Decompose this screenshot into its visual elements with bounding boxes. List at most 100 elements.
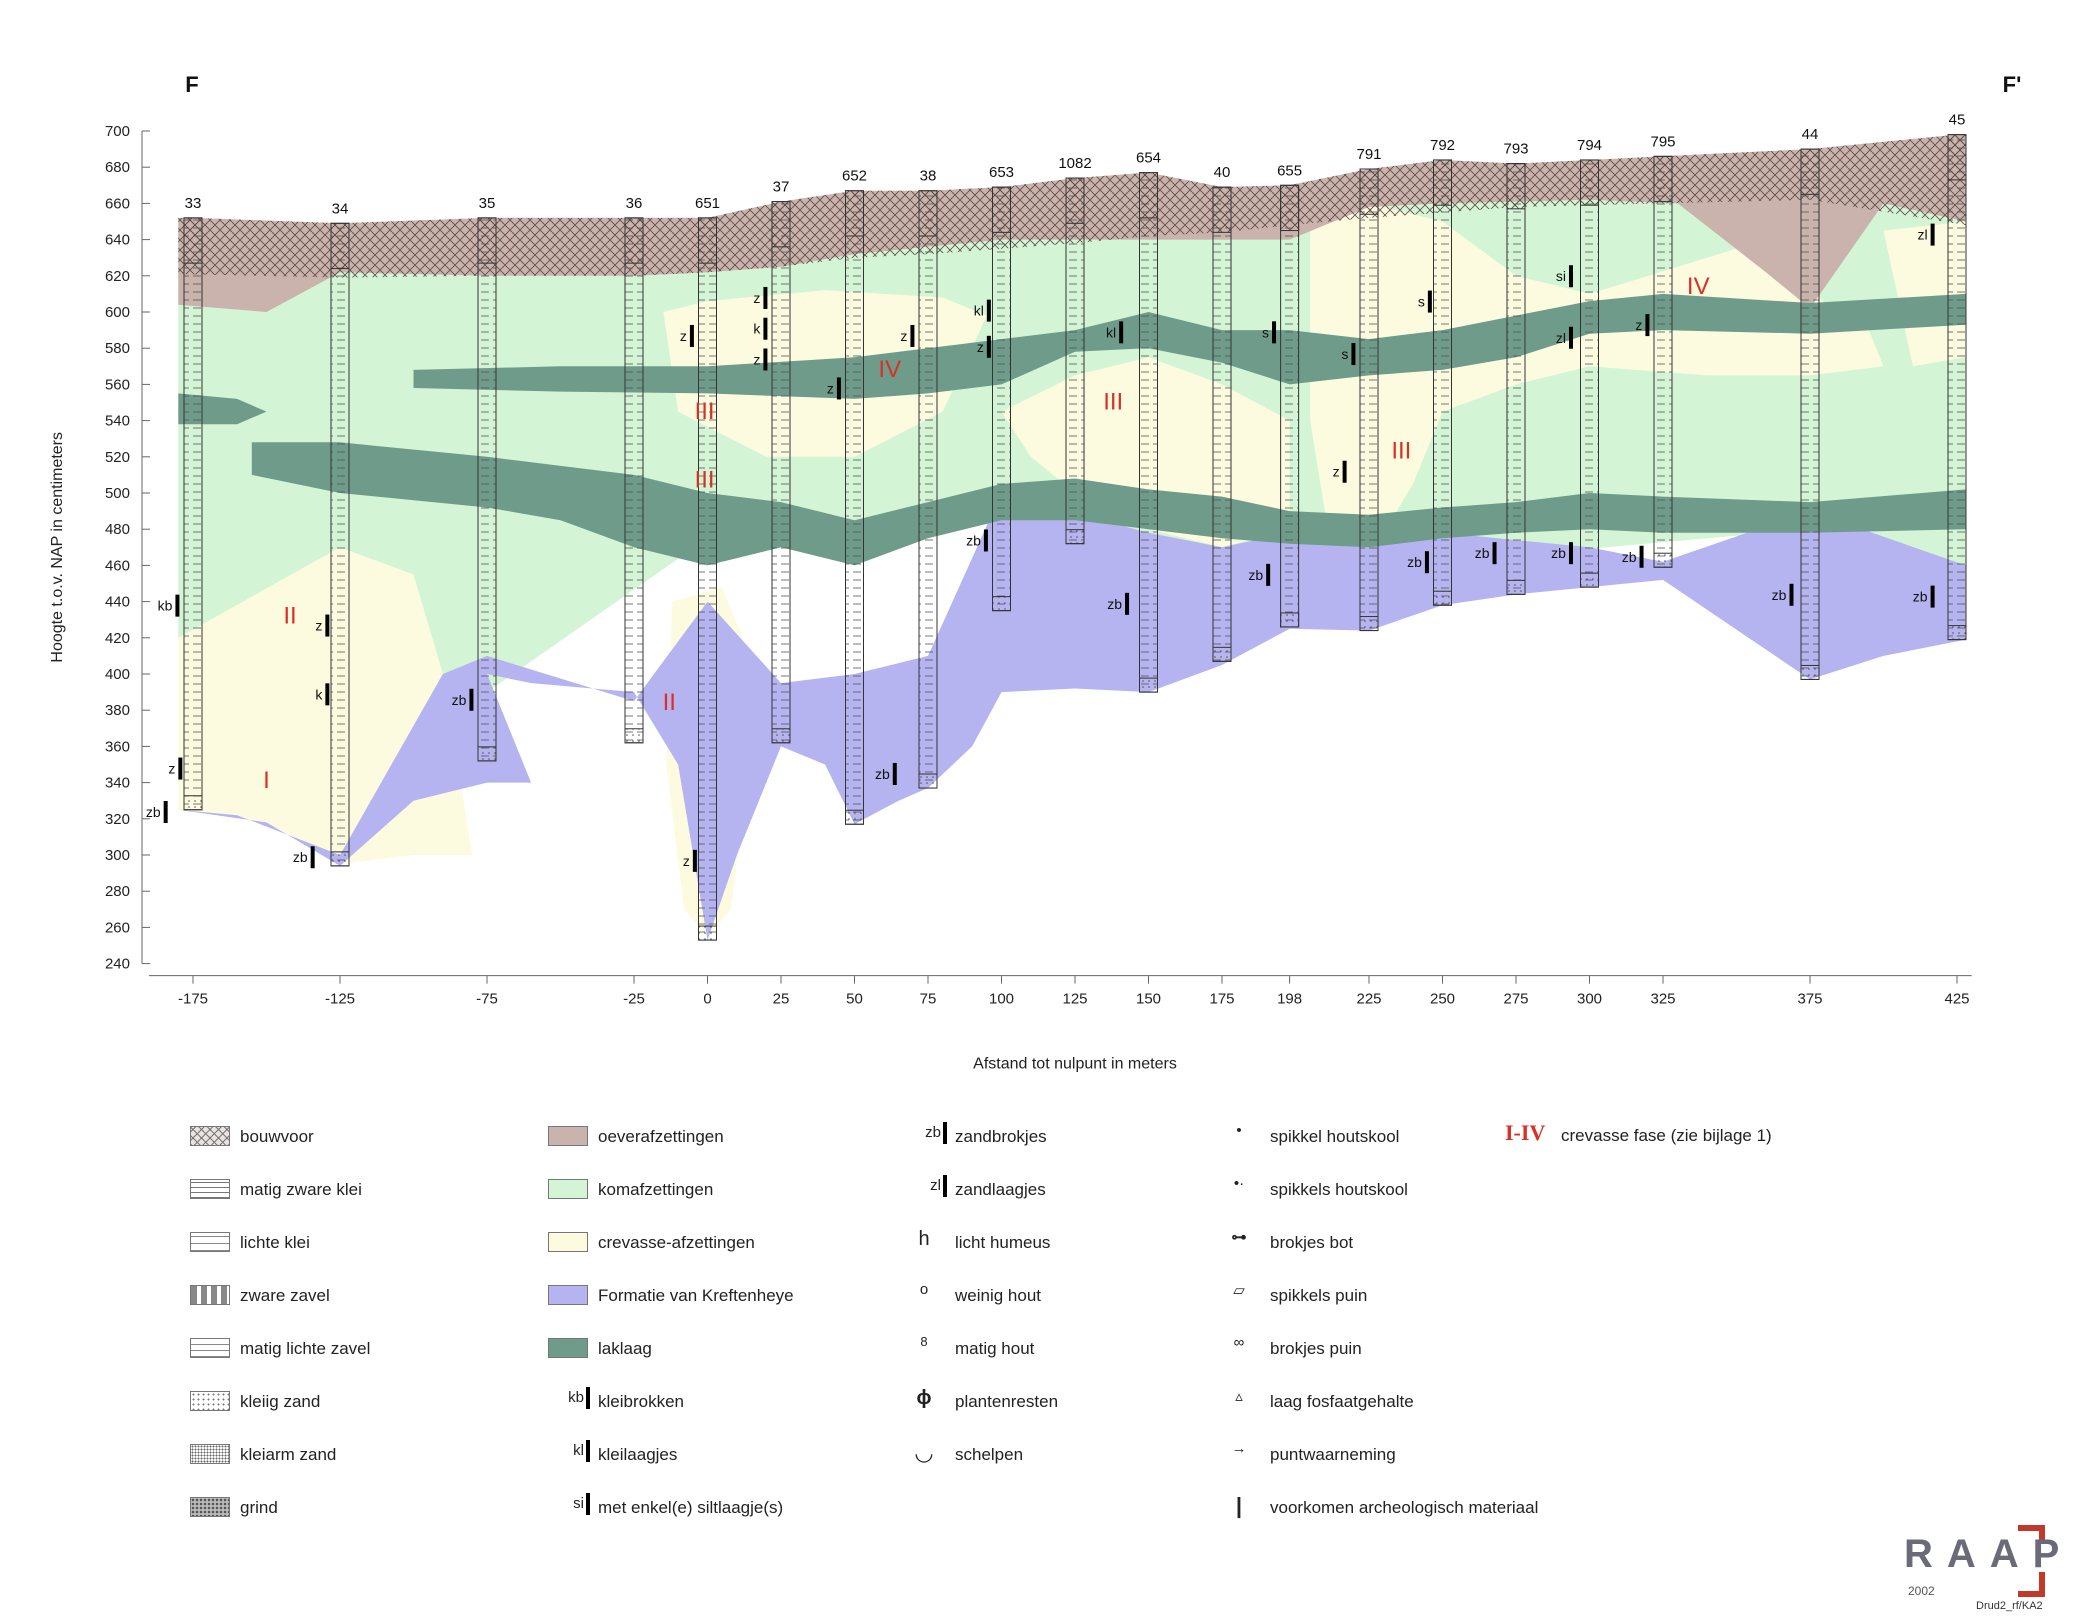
borehole-bouwvoor <box>845 190 864 237</box>
borehole-44: 44 <box>1800 126 1820 680</box>
y-tick-label: 680 <box>105 159 130 176</box>
borehole-id-label: 1082 <box>1058 155 1091 172</box>
legend-item: •spikkel houtskool <box>1210 1118 1570 1158</box>
crevasse-phase-label: IV <box>1687 273 1710 300</box>
legend-item: laklaag <box>538 1330 898 1370</box>
legend-label: laag fosfaatgehalte <box>1270 1392 1414 1411</box>
borehole-base <box>183 795 203 811</box>
archaeological-marker <box>325 683 330 706</box>
section-start-label: F <box>185 72 198 97</box>
archaeological-marker <box>1272 321 1277 344</box>
borehole-annotation: zb <box>1248 567 1263 583</box>
borehole-base <box>477 746 497 762</box>
borehole-id-label: 794 <box>1577 137 1602 154</box>
borehole-base <box>1580 572 1599 588</box>
borehole-annotation: zb <box>452 692 467 708</box>
borehole-40: 40 <box>1212 164 1232 662</box>
borehole-bouwvoor <box>698 217 717 264</box>
y-tick-label: 700 <box>105 123 130 140</box>
x-tick-label: 425 <box>1944 991 1969 1008</box>
borehole-base <box>918 773 938 789</box>
x-tick-label: -125 <box>325 991 355 1008</box>
archaeological-marker <box>1492 542 1497 565</box>
borehole-36: 36 <box>624 195 644 744</box>
crevasse-phase-label: III <box>695 398 715 425</box>
borehole-annotation: z <box>168 761 175 777</box>
legend-label: komafzettingen <box>598 1180 714 1199</box>
borehole-bouwvoor <box>992 186 1011 233</box>
legend-label: matig lichte zavel <box>240 1339 371 1358</box>
kleibrokken-symbol: kb <box>544 1387 590 1415</box>
kleilaagjes-symbol: kl <box>544 1440 590 1468</box>
crevasse-phase-label: III <box>1103 389 1123 416</box>
archaeological-marker <box>1568 326 1573 349</box>
borehole-base <box>330 851 350 867</box>
legend-item: →puntwaarneming <box>1210 1436 1570 1476</box>
borehole-653: 653 <box>989 164 1014 612</box>
swatch-komafzettingen <box>548 1179 588 1199</box>
humeus-icon: h <box>918 1228 930 1250</box>
archaeological-marker <box>1427 290 1432 313</box>
legend-label: brokjes puin <box>1270 1339 1362 1358</box>
legend-item: kleiig zand <box>180 1383 540 1423</box>
archaeological-marker <box>1125 592 1130 615</box>
borehole-base <box>1359 616 1379 632</box>
borehole-id-label: 651 <box>695 195 720 212</box>
fosfaat-icon: ▵ <box>1235 1388 1243 1405</box>
spikkels-houtskool-icon: •· <box>1233 1175 1245 1192</box>
borehole-column <box>330 222 350 867</box>
borehole-bouwvoor <box>1506 163 1526 210</box>
crevasse-phase-label: III <box>695 467 715 494</box>
borehole-bouwvoor <box>1139 172 1158 219</box>
borehole-annotation: zb <box>1622 549 1637 565</box>
legend-item: oeverafzettingen <box>538 1118 898 1158</box>
borehole-652: 652 <box>842 168 867 825</box>
legend-item: |voorkomen archeologisch materiaal <box>1210 1489 1570 1529</box>
y-tick-label: 500 <box>105 485 130 502</box>
borehole-id-label: 38 <box>920 168 937 185</box>
borehole-id-label: 35 <box>479 195 496 212</box>
archaeological-marker <box>469 688 474 711</box>
y-tick-label: 620 <box>105 268 130 285</box>
borehole-655: 655 <box>1277 162 1302 628</box>
archaeological-marker <box>986 299 991 322</box>
borehole-id-label: 45 <box>1949 112 1966 129</box>
borehole-id-label: 40 <box>1214 164 1231 181</box>
archaeological-marker <box>325 614 330 637</box>
borehole-annotation: zb <box>1107 596 1122 612</box>
borehole-column <box>845 190 864 825</box>
brokjes-puin-icon: ∞ <box>1233 1334 1245 1351</box>
y-tick-label: 280 <box>105 883 130 900</box>
borehole-38: 38 <box>918 168 938 789</box>
borehole-791: 791 <box>1356 146 1382 632</box>
y-tick-label: 520 <box>105 449 130 466</box>
borehole-bouwvoor <box>183 217 203 264</box>
legend-label: laklaag <box>598 1339 652 1358</box>
archaeological-marker <box>175 594 180 617</box>
borehole-base <box>1139 677 1158 693</box>
legend-label: voorkomen archeologisch materiaal <box>1270 1498 1539 1517</box>
legend-label: crevasse fase (zie bijlage 1) <box>1561 1126 1772 1145</box>
logo-year: 2002 <box>1908 1584 1935 1598</box>
archaeological-marker <box>763 317 768 340</box>
borehole-annotation: zb <box>1913 589 1928 605</box>
archaeological-marker <box>836 377 841 400</box>
legend-label: zandlaagjes <box>955 1180 1046 1199</box>
borehole-bouwvoor <box>1800 148 1820 195</box>
borehole-bouwvoor <box>1212 186 1232 233</box>
archaeological-marker <box>163 800 168 823</box>
borehole-id-label: 33 <box>185 195 202 212</box>
laklaag-band <box>413 293 1966 399</box>
borehole-annotation: kl <box>1106 324 1116 340</box>
borehole-column <box>183 217 203 811</box>
archaeological-marker <box>1645 314 1650 337</box>
swatch-bouwvoor <box>190 1126 230 1146</box>
crevasse-phase-label: IV <box>878 356 901 383</box>
borehole-annotation: z <box>1635 317 1642 333</box>
borehole-annotation: zl <box>1556 330 1566 346</box>
borehole-column <box>1506 163 1526 595</box>
x-tick-label: 300 <box>1577 991 1602 1008</box>
matig-hout-icon: 8 <box>920 1334 928 1349</box>
